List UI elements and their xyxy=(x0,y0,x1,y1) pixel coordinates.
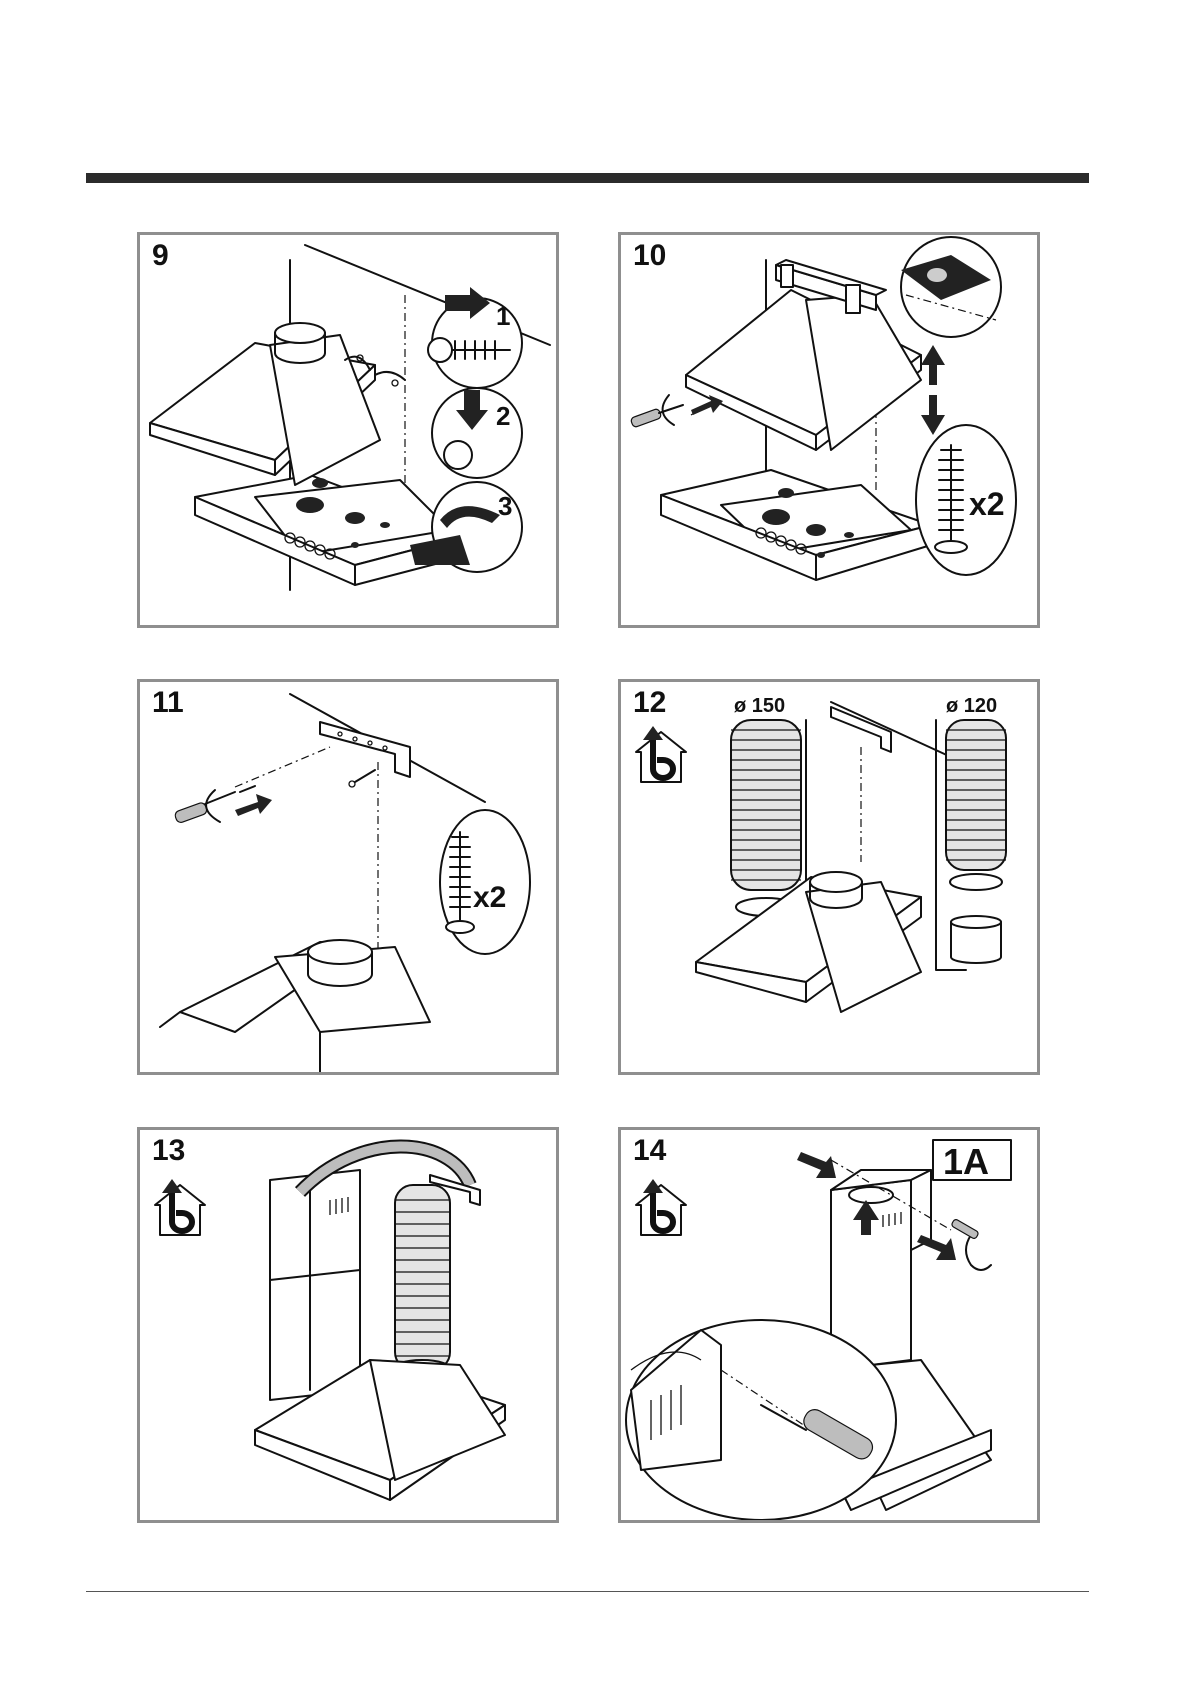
step-number: 14 xyxy=(633,1136,666,1166)
svg-text:3: 3 xyxy=(498,491,512,521)
step-13-panel: 13 xyxy=(137,1127,559,1523)
footer-rule xyxy=(86,1591,1089,1592)
step-10-illustration: x2 xyxy=(621,235,1037,625)
step-13-illustration xyxy=(140,1130,556,1520)
svg-text:ø 120: ø 120 xyxy=(946,695,997,717)
step-number: 13 xyxy=(152,1136,185,1166)
svg-text:2: 2 xyxy=(496,401,510,431)
step-14-illustration: 1A xyxy=(621,1130,1037,1520)
step-number: 9 xyxy=(152,241,169,271)
home-exhaust-icon xyxy=(636,726,686,782)
home-exhaust-icon xyxy=(155,1179,205,1235)
header-rule xyxy=(86,173,1089,183)
step-11-panel: 11 x2 xyxy=(137,679,559,1075)
step-number: 10 xyxy=(633,241,666,271)
svg-text:1A: 1A xyxy=(943,1141,989,1182)
step-11-illustration: x2 xyxy=(140,682,556,1072)
step-9-illustration: 1 2 3 xyxy=(140,235,556,625)
step-10-panel: 10 xyxy=(618,232,1040,628)
svg-text:1: 1 xyxy=(496,301,510,331)
step-number: 11 xyxy=(152,688,184,718)
duct-150 xyxy=(731,720,801,916)
home-exhaust-icon xyxy=(636,1179,686,1235)
duct-120 xyxy=(946,720,1006,963)
svg-text:x2: x2 xyxy=(473,881,506,914)
step-9-panel: 9 1 2 xyxy=(137,232,559,628)
step-12-panel: 12 ø 150 ø 120 xyxy=(618,679,1040,1075)
svg-text:x2: x2 xyxy=(969,486,1005,522)
svg-text:ø 150: ø 150 xyxy=(734,695,785,717)
step-14-panel: 14 1A xyxy=(618,1127,1040,1523)
step-number: 12 xyxy=(633,688,666,718)
step-12-illustration: ø 150 ø 120 xyxy=(621,682,1037,1072)
